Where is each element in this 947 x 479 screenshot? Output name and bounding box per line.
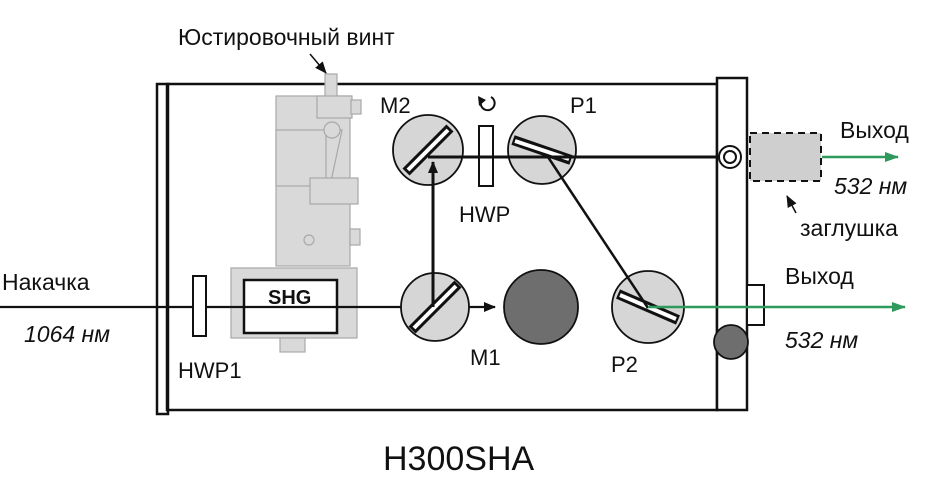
screw-icon bbox=[324, 73, 338, 99]
label-output-bottom: Выход bbox=[785, 263, 854, 289]
beam-diagonal bbox=[546, 156, 650, 309]
label-output-bottom-wavelength: 532 нм bbox=[785, 327, 858, 353]
plug-pointer bbox=[786, 195, 797, 214]
label-m2: M2 bbox=[380, 93, 411, 118]
mirror-m3-lower bbox=[400, 272, 470, 342]
label-pump: Накачка bbox=[2, 269, 90, 295]
polarizer-p1 bbox=[507, 115, 577, 185]
label-p1: P1 bbox=[570, 93, 597, 118]
label-p2: P2 bbox=[611, 352, 638, 377]
beam-dump-m1 bbox=[503, 269, 579, 345]
label-hwp: HWP bbox=[459, 202, 510, 227]
housing bbox=[155, 76, 765, 416]
label-plug: заглушка bbox=[800, 215, 898, 241]
output-flange bbox=[715, 76, 749, 412]
top-output-port bbox=[718, 145, 742, 169]
label-output-top: Выход bbox=[840, 117, 909, 143]
bottom-knob bbox=[713, 324, 749, 360]
label-output-top-wavelength: 532 нм bbox=[834, 173, 907, 199]
label-hwp1: HWP1 bbox=[178, 358, 242, 383]
label-m1: M1 bbox=[470, 345, 501, 370]
screw-pointer bbox=[309, 53, 327, 74]
output-aperture bbox=[746, 284, 765, 326]
diagram-title: H300SHA bbox=[383, 440, 535, 478]
rotation-arrow-icon bbox=[478, 96, 496, 112]
label-shg: SHG bbox=[268, 287, 311, 309]
label-adjust-screw: Юстировочный винт bbox=[178, 24, 395, 50]
mirror-m2 bbox=[392, 114, 464, 186]
label-pump-wavelength: 1064 нм bbox=[24, 321, 110, 347]
hwp1-waveplate bbox=[192, 275, 207, 337]
plug-cap bbox=[749, 132, 822, 182]
